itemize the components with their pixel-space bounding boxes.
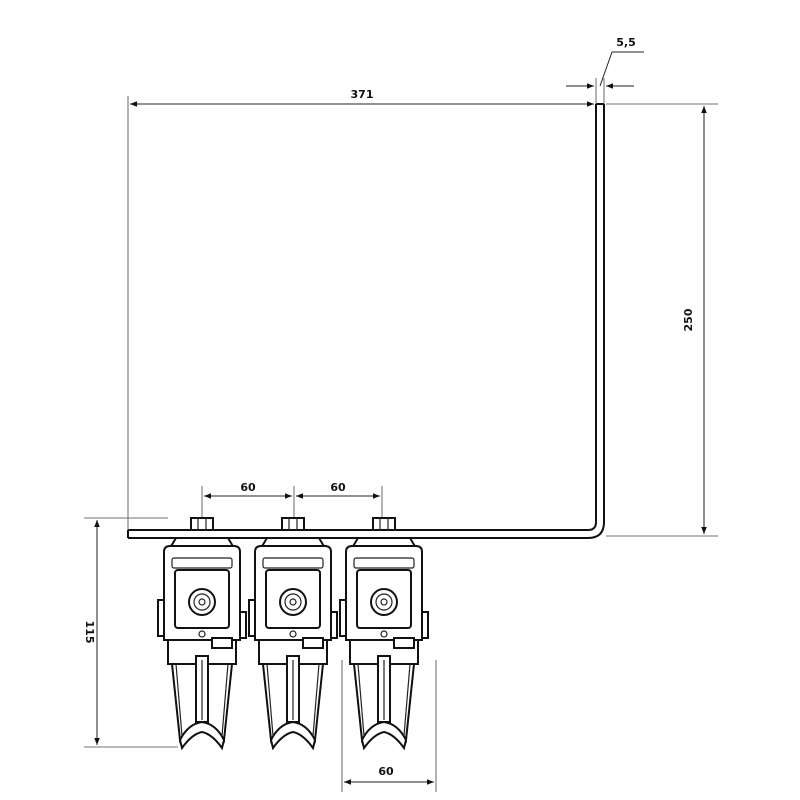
clamp-nut (372, 517, 396, 531)
clamp-group (157, 517, 429, 751)
dim-spacing: 60 60 (201, 481, 383, 520)
screw-icon (370, 588, 398, 616)
clamp-nut (281, 517, 305, 531)
dim-spacing-right-label: 60 (330, 481, 346, 494)
dim-thickness-label: 5,5 (616, 36, 636, 49)
bracket (127, 103, 605, 539)
clamp-jaw (353, 663, 415, 744)
clamp-1 (157, 517, 247, 751)
screw-icon (279, 588, 307, 616)
dim-height-label: 250 (682, 308, 695, 331)
clamp-jaw (171, 663, 233, 744)
dim-clamp-height-label: 115 (83, 621, 96, 644)
clamp-side-tab (157, 599, 165, 637)
clamp-side-tab (330, 611, 338, 639)
dim-width: 371 (127, 88, 594, 530)
clamp-jaw (262, 663, 324, 744)
dim-clamp-height: 115 (83, 517, 178, 748)
clamp-side-tab (248, 599, 256, 637)
screw-icon (188, 588, 216, 616)
clamp-side-tab (339, 599, 347, 637)
dim-height: 250 (606, 103, 718, 537)
dim-clamp-width-label: 60 (378, 765, 394, 778)
clamp-3 (339, 517, 429, 751)
clamp-2 (248, 517, 338, 751)
clamp-side-tab (239, 611, 247, 639)
clamp-nut (190, 517, 214, 531)
dim-width-label: 371 (351, 88, 374, 101)
dim-clamp-width: 60 (341, 660, 437, 792)
clamp-side-tab (421, 611, 429, 639)
dim-spacing-left-label: 60 (240, 481, 256, 494)
dim-thickness: 5,5 (566, 36, 644, 104)
